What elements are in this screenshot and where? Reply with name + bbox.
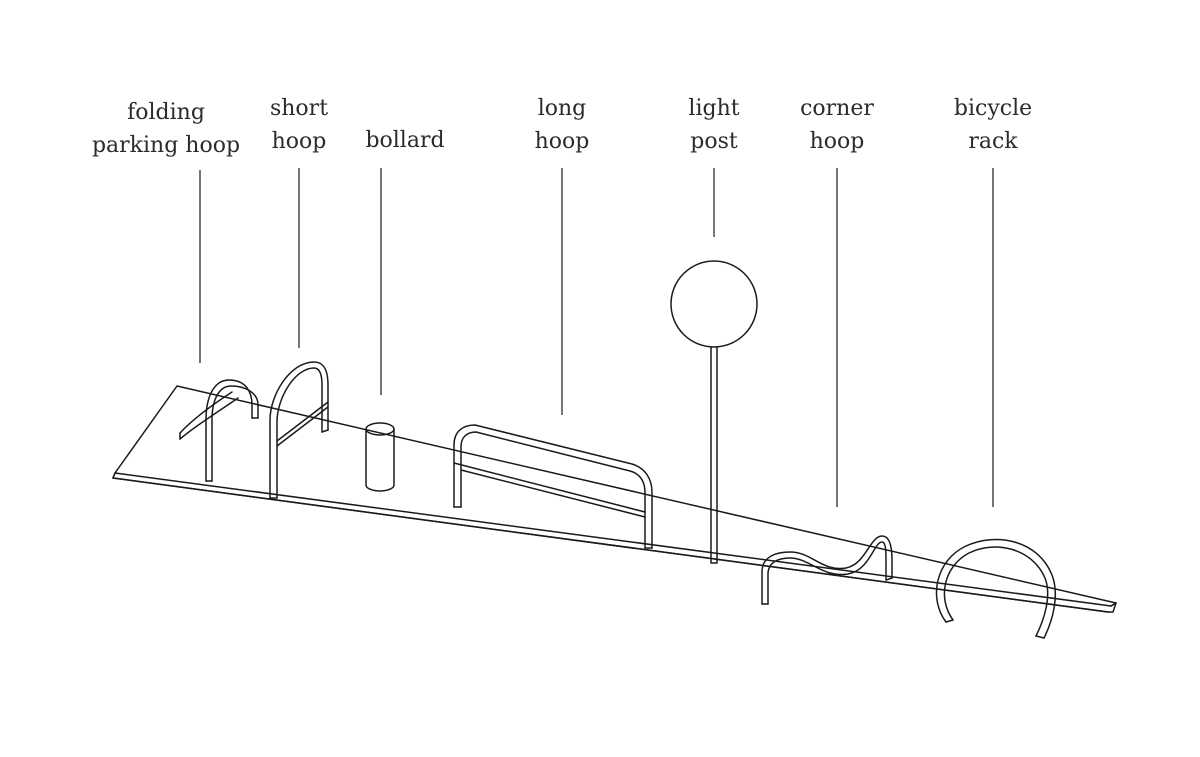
label-bicycle-rack-line1: bicycle <box>953 96 1033 121</box>
label-light-post-line1: light <box>688 96 740 121</box>
long-hoop-drawing <box>453 424 653 549</box>
leader-lines <box>199 168 994 507</box>
label-bicycle-rack: bicycle rack <box>954 92 1032 158</box>
bollard-drawing <box>365 422 395 492</box>
label-bollard: bollard <box>365 124 444 157</box>
label-corner-hoop: corner hoop <box>800 92 874 158</box>
label-short-hoop: short hoop <box>270 92 328 158</box>
bicycle-rack-drawing <box>935 538 1057 639</box>
label-long-hoop-line2: hoop <box>534 129 590 154</box>
label-light-post: light post <box>688 92 739 158</box>
label-corner-hoop-line2: hoop <box>809 129 865 154</box>
label-long-hoop: long hoop <box>535 92 590 158</box>
label-folding-parking-hoop-line2: parking hoop <box>91 133 241 158</box>
label-folding-parking-hoop-line1: folding <box>127 100 205 125</box>
label-folding-parking-hoop: folding parking hoop <box>92 96 240 162</box>
label-bicycle-rack-line2: rack <box>968 129 1018 154</box>
label-long-hoop-line1: long <box>537 96 587 121</box>
label-corner-hoop-line1: corner <box>800 96 874 121</box>
folding-parking-hoop-drawing <box>179 379 259 482</box>
base-slab <box>112 385 1117 613</box>
label-short-hoop-line2: hoop <box>271 129 327 154</box>
short-hoop-drawing <box>269 361 329 499</box>
light-post-drawing <box>670 260 758 564</box>
label-short-hoop-line1: short <box>269 96 329 121</box>
corner-hoop-drawing <box>761 535 893 605</box>
label-light-post-line2: post <box>690 129 738 154</box>
label-bollard-line1: bollard <box>365 128 445 153</box>
